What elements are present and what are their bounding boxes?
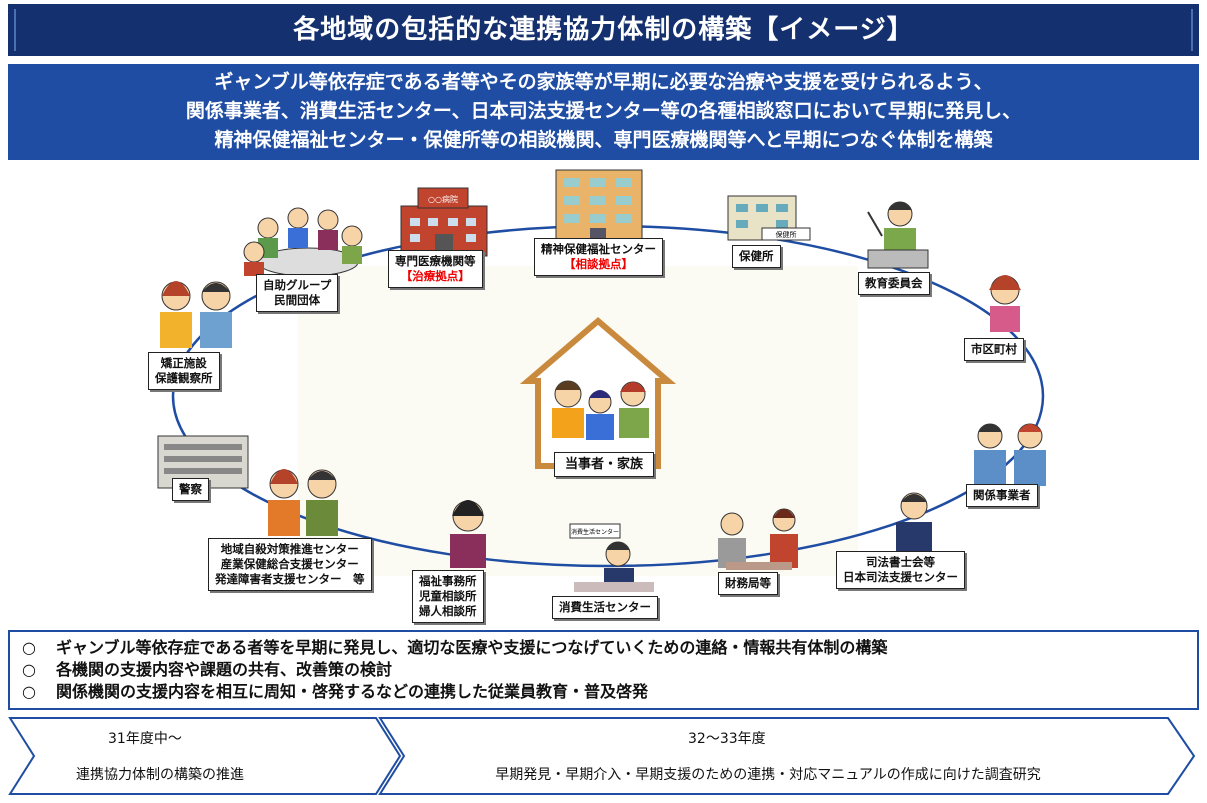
node-tag: 【相談拠点】 xyxy=(564,257,633,271)
correctional-staff-icon xyxy=(160,281,232,348)
node-health-center: 保健所 xyxy=(732,245,781,268)
bullet-marker: ○ xyxy=(22,660,36,679)
bullet-list: ○ ギャンブル等依存症である者等を早期に発見し、適切な医療や支援につなげていくた… xyxy=(8,630,1199,710)
node-welfare: 福祉事務所 児童相談所 婦人相談所 xyxy=(412,570,484,623)
node-label: 消費生活センター xyxy=(559,600,651,614)
timeline-arrows xyxy=(8,717,1196,795)
node-label: 矯正施設 xyxy=(160,356,207,370)
business-staff-icon xyxy=(974,423,1046,486)
node-mental-health-center: 精神保健福祉センター 【相談拠点】 xyxy=(534,238,663,276)
phase1-period: 31年度中～ xyxy=(108,731,182,747)
bullet-item: ○ 関係機関の支援内容を相互に周知・啓発するなどの連携した従業員教育・普及啓発 xyxy=(22,681,1185,703)
node-label: 婦人相談所 xyxy=(419,604,477,618)
bullet-item: ○ 各機関の支援内容や課題の共有、改善策の検討 xyxy=(22,659,1185,681)
house-icon xyxy=(519,317,677,469)
node-label: 保護観察所 xyxy=(155,371,213,385)
bullet-marker: ○ xyxy=(22,682,36,701)
node-tag: 【治療拠点】 xyxy=(400,269,470,283)
node-police: 警察 xyxy=(172,478,209,501)
bullet-text: ギャンブル等依存症である者等を早期に発見し、適切な医療や支援につなげていくための… xyxy=(56,638,888,657)
phase1-desc: 連携協力体制の構築の推進 xyxy=(76,767,244,783)
bullet-text: 関係機関の支援内容を相互に周知・啓発するなどの連携した従業員教育・普及啓発 xyxy=(56,682,649,701)
node-label: 発達障害者支援センター 等 xyxy=(215,572,365,586)
node-label: 民間団体 xyxy=(274,293,321,307)
consumer-center-staff-icon xyxy=(569,523,654,592)
support-center-staff-icon xyxy=(268,469,338,536)
bullet-marker: ○ xyxy=(22,638,36,657)
node-label: 自助グループ xyxy=(263,278,332,292)
health-center-building-icon xyxy=(727,195,811,241)
phase2-period: 32～33年度 xyxy=(688,731,766,747)
node-suicide-center: 地域自殺対策推進センター 産業保健総合支援センター 発達障害者支援センター 等 xyxy=(208,538,372,591)
node-label: 財務局等 xyxy=(725,576,771,590)
municipality-staff-icon xyxy=(989,275,1021,332)
node-label: 市区町村 xyxy=(971,342,1017,356)
center-building-icon xyxy=(555,169,643,245)
node-self-help: 自助グループ 民間団体 xyxy=(256,274,339,312)
node-label: 日本司法支援センター xyxy=(843,570,958,584)
consumer-center-sign: 消費生活センター xyxy=(571,528,619,536)
hospital-sign: ○○病院 xyxy=(428,194,458,204)
page-title: 各地域の包括的な連携協力体制の構築【イメージ】 xyxy=(8,4,1199,56)
node-correctional: 矯正施設 保護観察所 xyxy=(148,352,220,390)
node-related-business: 関係事業者 xyxy=(966,484,1038,507)
node-specialized-medical: 専門医療機関等 【治療拠点】 xyxy=(388,250,483,288)
phase2-arrow xyxy=(378,717,1196,795)
node-label: 専門医療機関等 xyxy=(395,254,476,268)
bullet-text: 各機関の支援内容や課題の共有、改善策の検討 xyxy=(56,660,393,679)
teacher-icon xyxy=(867,201,929,269)
finance-staff-icon xyxy=(718,508,798,570)
node-label: 司法書士会等 xyxy=(866,555,935,569)
node-label: 地域自殺対策推進センター xyxy=(220,542,359,556)
node-label: 警察 xyxy=(179,482,202,496)
timeline: 31年度中～ 連携協力体制の構築の推進 32～33年度 早期発見・早期介入・早期… xyxy=(8,716,1199,796)
summary-box: ギャンブル等依存症である者等やその家族等が早期に必要な治療や支援を受けられるよう… xyxy=(8,64,1199,160)
welfare-staff-icon xyxy=(450,500,486,568)
node-label: 保健所 xyxy=(739,249,774,263)
summary-line: 関係事業者、消費生活センター、日本司法支援センター等の各種相談窓口において早期に… xyxy=(185,100,1022,122)
health-center-sign: 保健所 xyxy=(776,230,797,239)
title-deco-left xyxy=(14,9,16,51)
node-municipality: 市区町村 xyxy=(964,338,1024,361)
bullet-item: ○ ギャンブル等依存症である者等を早期に発見し、適切な医療や支援につなげていくた… xyxy=(22,637,1185,659)
title-text: 各地域の包括的な連携協力体制の構築【イメージ】 xyxy=(293,15,914,45)
self-help-group-icon xyxy=(243,207,363,277)
summary-line: ギャンブル等依存症である者等やその家族等が早期に必要な治療や支援を受けられるよう… xyxy=(214,71,993,93)
node-consumer-center: 消費生活センター xyxy=(552,596,658,619)
node-judicial: 司法書士会等 日本司法支援センター xyxy=(836,551,965,589)
node-label: 産業保健総合支援センター xyxy=(220,557,359,571)
network-diagram: ○○病院 保健所 xyxy=(8,166,1199,626)
title-deco-right xyxy=(1191,9,1193,51)
node-label: 福祉事務所 xyxy=(419,574,477,588)
lawyer-icon xyxy=(896,492,932,554)
phase2-desc: 早期発見・早期介入・早期支援のための連携・対応マニュアルの作成に向けた調査研究 xyxy=(495,767,1041,783)
center-label-text: 当事者・家族 xyxy=(565,457,644,472)
node-label: 関係事業者 xyxy=(973,488,1031,502)
node-board-of-education: 教育委員会 xyxy=(858,272,930,295)
node-label: 教育委員会 xyxy=(865,276,923,290)
phase1-arrow xyxy=(8,717,402,795)
summary-line: 精神保健福祉センター・保健所等の相談機関、専門医療機関等へと早期につなぐ体制を構… xyxy=(214,129,993,151)
diagram-illustrations: ○○病院 保健所 xyxy=(157,169,1046,592)
node-label: 精神保健福祉センター xyxy=(541,242,656,256)
node-label: 児童相談所 xyxy=(419,589,477,603)
node-finance-bureau: 財務局等 xyxy=(718,572,778,595)
center-label: 当事者・家族 xyxy=(554,452,655,477)
